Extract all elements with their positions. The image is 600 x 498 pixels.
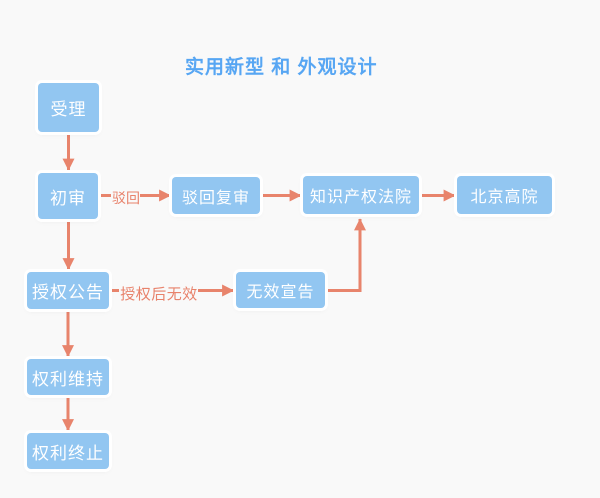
node-ip-court: 知识产权法院 — [303, 176, 419, 214]
node-invalidation-declaration: 无效宣告 — [236, 272, 325, 308]
node-right-terminated: 权利终止 — [27, 433, 109, 469]
node-acceptance: 受理 — [38, 83, 99, 132]
edge-label-invalid-after-grant: 授权后无效 — [120, 286, 198, 303]
diagram-title: 实用新型 和 外观设计 — [185, 57, 378, 78]
node-right-maintained: 权利维持 — [27, 359, 109, 395]
edge-label-rejected: 驳回 — [112, 190, 140, 206]
arrow-invalidation-to-ip-court-elbow — [326, 218, 366, 292]
node-grant-announcement: 授权公告 — [27, 272, 109, 309]
node-beijing-high-court: 北京高院 — [457, 176, 552, 214]
node-preliminary-exam: 初审 — [38, 173, 98, 219]
node-rejection-review: 驳回复审 — [172, 177, 260, 214]
